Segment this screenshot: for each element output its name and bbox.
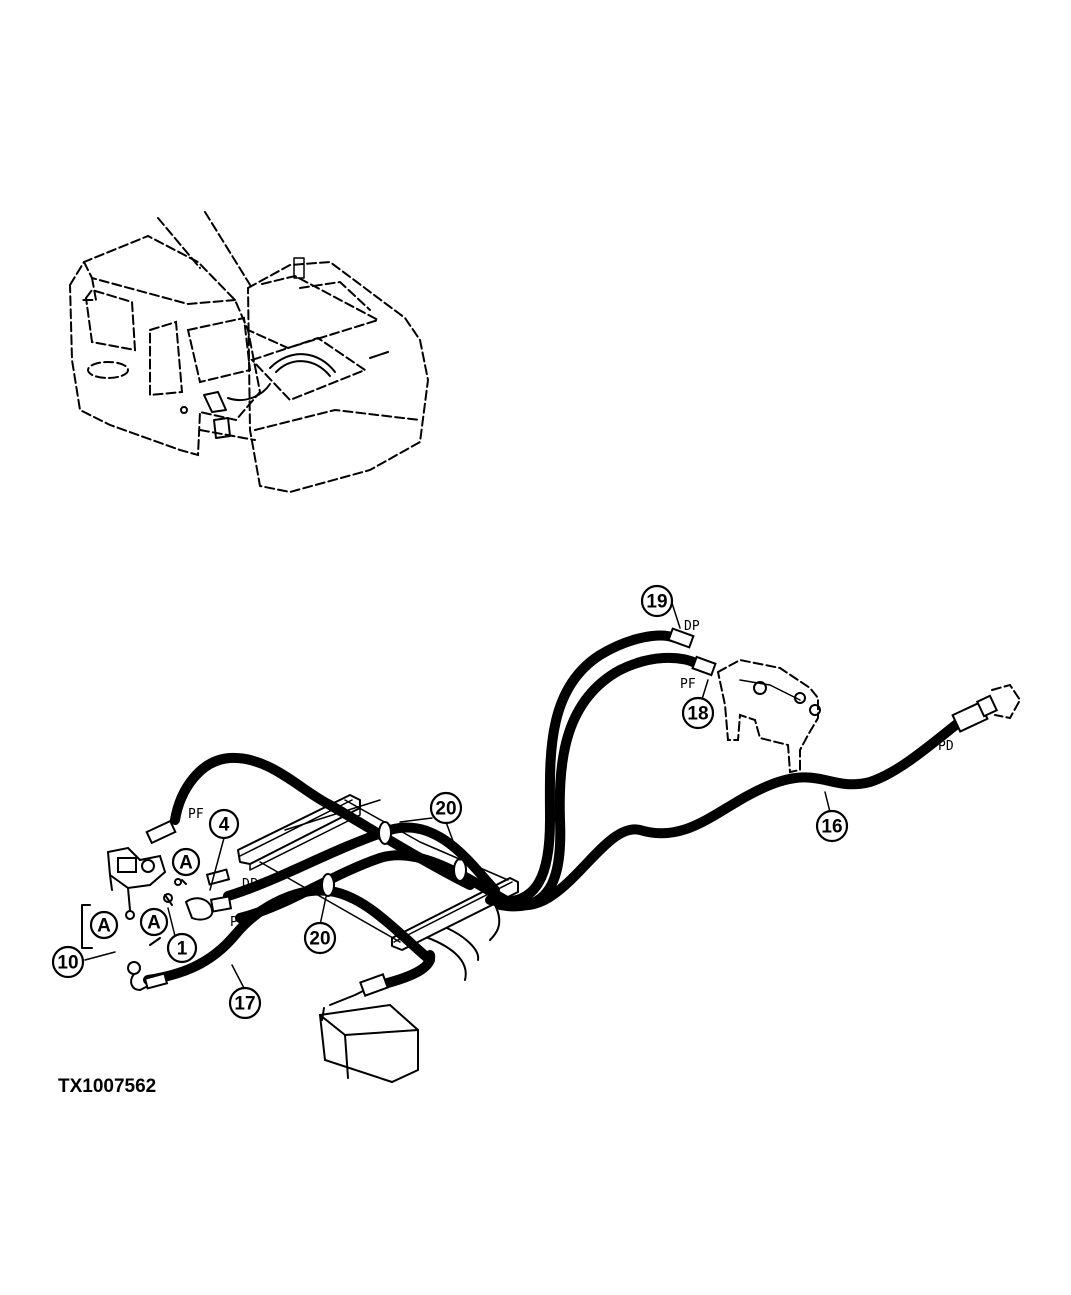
hose-17 (143, 885, 435, 985)
hose-to-reservoir (375, 950, 436, 990)
svg-text:4: 4 (219, 815, 230, 836)
hose-16-pd (235, 715, 967, 923)
svg-text:20: 20 (309, 929, 330, 950)
clamp-20-lower (321, 873, 335, 897)
callout-16: 16 (815, 809, 849, 843)
callout-10: 10 (51, 945, 85, 979)
callout-20-upper: 20 (429, 791, 463, 825)
callout-20-lower: 20 (303, 921, 337, 955)
port-label-pd-right: PD (938, 739, 954, 754)
leader-20b (319, 896, 327, 926)
svg-text:10: 10 (57, 953, 78, 974)
svg-text:A: A (97, 916, 111, 937)
callout-a-1: A (171, 847, 201, 877)
port-label-pd-left: PD (230, 915, 246, 930)
left-valve-assembly (81, 819, 233, 991)
port-label-pf-left: PF (188, 807, 204, 822)
svg-text:18: 18 (687, 704, 708, 725)
right-manifold (667, 627, 821, 774)
callout-1: 1 (166, 932, 198, 964)
callout-18: 18 (681, 696, 715, 730)
callout-17: 17 (228, 986, 262, 1020)
svg-text:A: A (179, 853, 193, 874)
leader-20a-2 (445, 821, 461, 861)
callout-a-2: A (139, 907, 169, 937)
clamp-20-upper (378, 821, 467, 882)
hose-pf-left (170, 752, 475, 890)
leader-10 (84, 951, 116, 961)
hose-routing-assembly (81, 599, 1022, 1084)
hose-19-dp (485, 630, 680, 907)
callout-a-3: A (89, 910, 119, 940)
port-label-dp-right: DP (684, 619, 700, 634)
leader-4 (209, 837, 225, 891)
pd-coupler (951, 683, 1022, 733)
port-label-pf-right: PF (680, 677, 696, 692)
svg-text:1: 1 (177, 939, 188, 960)
frame-rail-lower (391, 877, 519, 951)
leader-1 (167, 907, 176, 937)
leader-20a-1 (399, 817, 433, 823)
svg-text:16: 16 (821, 817, 842, 838)
figure-id: TX1007562 (58, 1076, 156, 1097)
hose-18-pf (495, 652, 703, 912)
svg-text:20: 20 (435, 799, 456, 820)
callout-4: 4 (208, 808, 240, 840)
port-label-dp-left: DP (242, 877, 258, 892)
reservoir-box (318, 973, 419, 1084)
excavator-overview-illustration (68, 211, 430, 494)
svg-text:17: 17 (234, 994, 255, 1015)
svg-text:A: A (147, 913, 161, 934)
leader-17 (231, 964, 246, 991)
svg-text:19: 19 (646, 592, 667, 613)
callout-19: 19 (640, 584, 674, 618)
